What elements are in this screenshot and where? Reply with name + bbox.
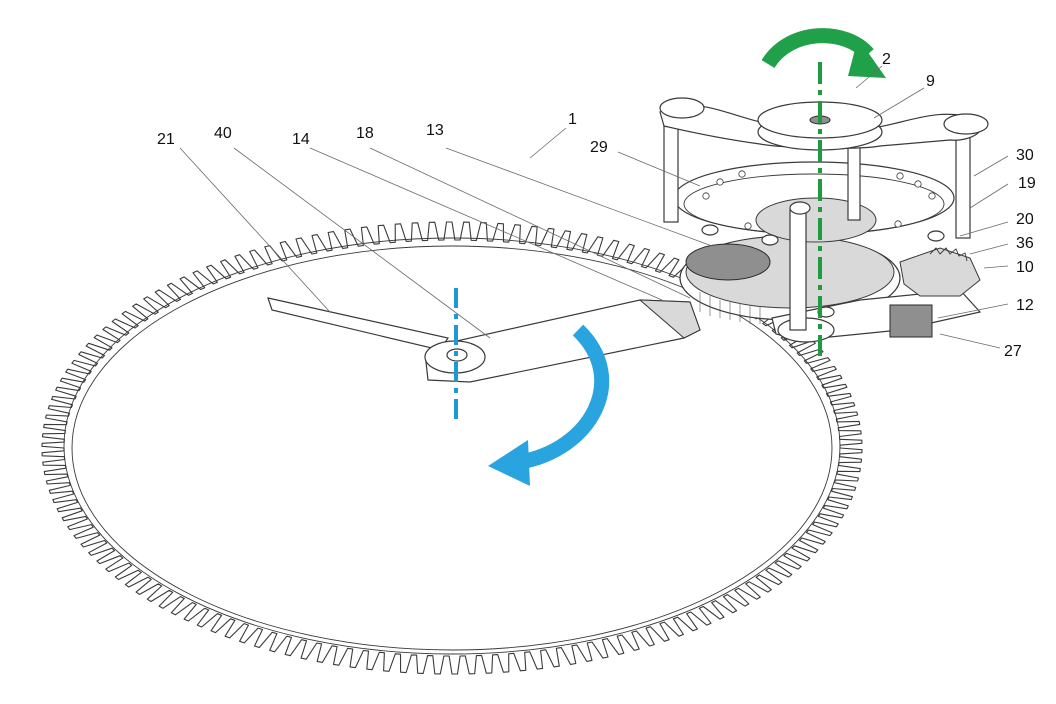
pillar-front <box>789 209 807 331</box>
tourbillon-cage <box>659 97 989 343</box>
square-block <box>889 304 933 338</box>
label-10: 10 <box>1016 259 1034 276</box>
label-12: 12 <box>1016 297 1034 314</box>
label-1: 1 <box>568 111 577 128</box>
label-14: 14 <box>292 131 310 148</box>
label-9: 9 <box>926 73 935 90</box>
pillar-back <box>847 139 861 221</box>
pinion-wheel <box>685 243 771 281</box>
top-bridge-end-right <box>943 113 989 135</box>
gear-inner-rim <box>71 245 833 651</box>
escape-wheel-teeth <box>929 247 968 262</box>
label-18: 18 <box>356 125 374 142</box>
label-27: 27 <box>1004 343 1022 360</box>
label-2: 2 <box>882 51 891 68</box>
label-20: 20 <box>1016 211 1034 228</box>
green-rotation-arrow <box>761 28 886 78</box>
escapement-parts <box>899 247 981 297</box>
cage-pillars <box>663 111 971 331</box>
pillar-right <box>955 127 971 239</box>
cage-ring-holes <box>702 170 936 230</box>
label-36: 36 <box>1016 235 1034 252</box>
long-arm <box>267 297 701 383</box>
leader-lines <box>179 65 1009 349</box>
label-21: 21 <box>157 131 175 148</box>
label-40: 40 <box>214 125 232 142</box>
balance-wheel <box>755 197 877 243</box>
arm-shaded-end <box>638 299 701 339</box>
gear-inner-rim-edge <box>63 237 841 655</box>
top-bridge-end-left <box>659 97 705 119</box>
label-13: 13 <box>426 122 444 139</box>
reference-numerals: 21 40 14 18 13 1 29 2 9 30 19 20 36 10 1… <box>157 51 1036 360</box>
label-30: 30 <box>1016 147 1034 164</box>
label-29: 29 <box>590 139 608 156</box>
label-19: 19 <box>1018 175 1036 192</box>
blue-rotation-arrow <box>488 324 610 486</box>
carriage-hatching <box>699 292 761 324</box>
